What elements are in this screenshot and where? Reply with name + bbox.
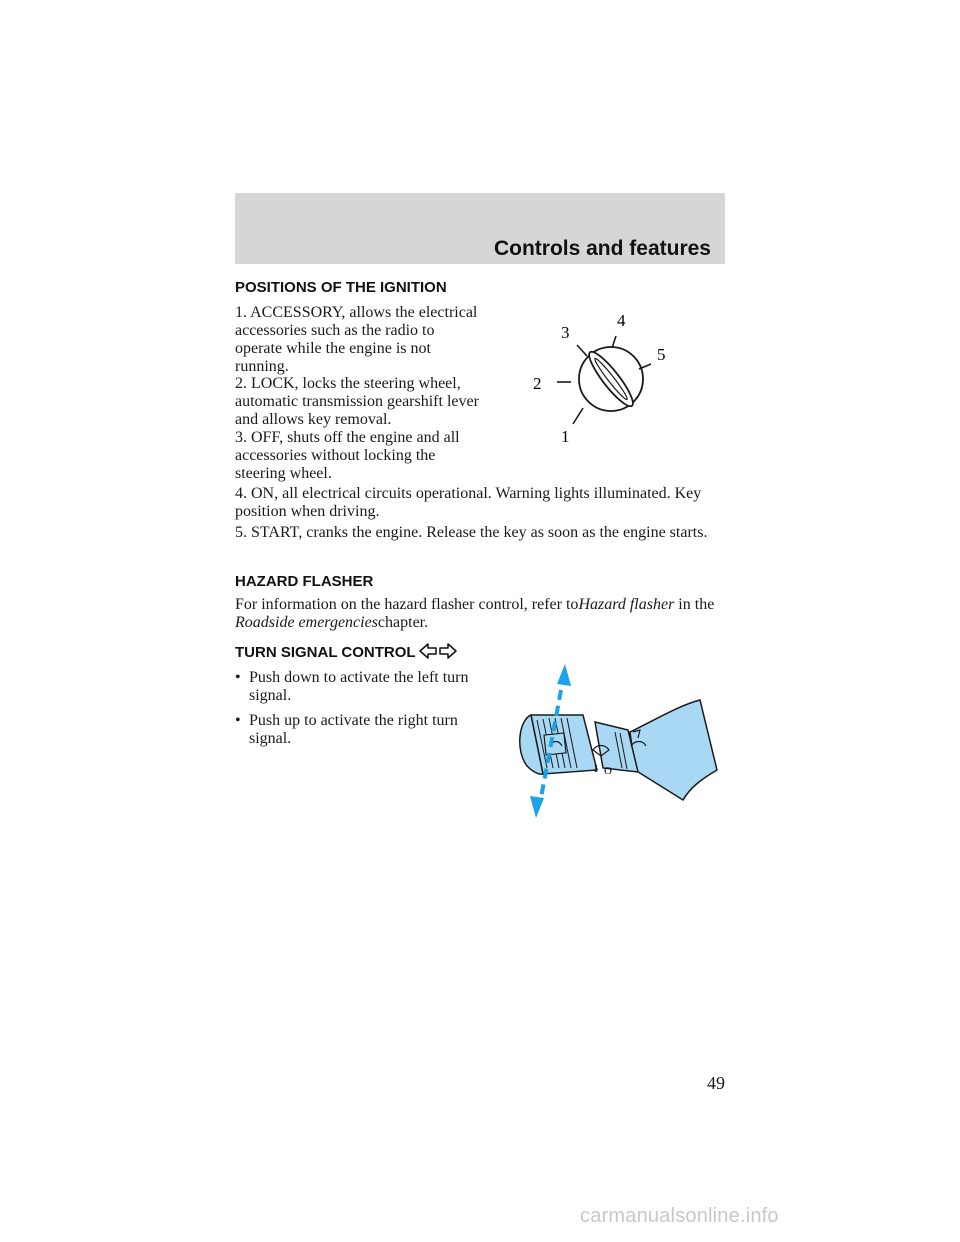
turn-signal-bullet-left: • Push down to activate the left turn si… — [235, 669, 480, 709]
position-1-label: 1 — [561, 427, 570, 446]
down-arrow-icon — [530, 796, 544, 818]
position-3-tick — [576, 344, 588, 357]
washer-icon — [543, 732, 567, 756]
headlamp-flash-icon — [630, 729, 647, 747]
position-4-label: 4 — [617, 311, 626, 330]
lever-collar — [594, 721, 639, 773]
turn-signal-arrows-icon — [418, 643, 457, 659]
ignition-item-3: 3. OFF, shuts off the engine and all acc… — [235, 429, 460, 482]
ignition-lock-cylinder — [578, 346, 644, 412]
turn-signal-lever-diagram: I O — [519, 664, 718, 818]
turn-signal-heading: TURN SIGNAL CONTROL — [235, 643, 458, 661]
bullet-text: Push down to activate the left turn sign… — [249, 669, 469, 704]
section-title: Controls and features — [493, 237, 711, 260]
position-5-tick — [638, 363, 652, 370]
wiper-icon — [592, 744, 610, 757]
lever-end-cap — [519, 713, 544, 775]
position-5-label: 5 — [657, 345, 666, 364]
ignition-item-2: 2. LOCK, locks the steering wheel, autom… — [235, 375, 479, 428]
hazard-text-mid: in the — [678, 596, 715, 613]
hazard-text-pre: For information on the hazard flasher co… — [235, 596, 579, 613]
page-number: 49 — [707, 1073, 725, 1093]
ignition-item-5: 5. START, cranks the engine. Release the… — [235, 524, 708, 541]
position-1-tick — [572, 407, 584, 425]
hazard-flasher-link[interactable]: Hazard flasher — [578, 596, 675, 613]
lever-stalk — [629, 699, 718, 802]
hazard-text-post: chapter. — [377, 614, 429, 631]
ignition-item-4: 4. ON, all electrical circuits operation… — [235, 485, 702, 520]
lever-mark-o: O — [604, 765, 612, 777]
turn-signal-heading-text: TURN SIGNAL CONTROL — [235, 644, 416, 661]
watermark-text: carmanualsonline.info — [580, 1205, 779, 1227]
bullet-text: Push up to activate the right turn signa… — [249, 712, 458, 747]
position-2-label: 2 — [533, 374, 542, 393]
section-header-band: Controls and features — [235, 193, 725, 264]
ignition-item-1: 1. ACCESSORY, allows the electrical acce… — [235, 304, 478, 375]
turn-signal-bullet-right: • Push up to activate the right turn sig… — [235, 712, 480, 752]
bullet-dot: • — [235, 712, 241, 729]
up-arrow-icon — [557, 664, 571, 686]
direction-line — [539, 689, 563, 799]
bullet-dot: • — [235, 669, 241, 686]
roadside-emergencies-link[interactable]: Roadside emergencies — [235, 614, 378, 631]
ignition-heading: POSITIONS OF THE IGNITION — [235, 279, 447, 296]
lever-mark-i: I — [594, 763, 598, 775]
position-4-tick — [611, 335, 617, 349]
position-3-label: 3 — [561, 323, 570, 342]
ignition-positions-diagram: 1 2 3 4 5 — [533, 311, 666, 446]
hazard-text: For information on the hazard flasher co… — [235, 596, 715, 632]
hazard-heading: HAZARD FLASHER — [235, 573, 374, 590]
